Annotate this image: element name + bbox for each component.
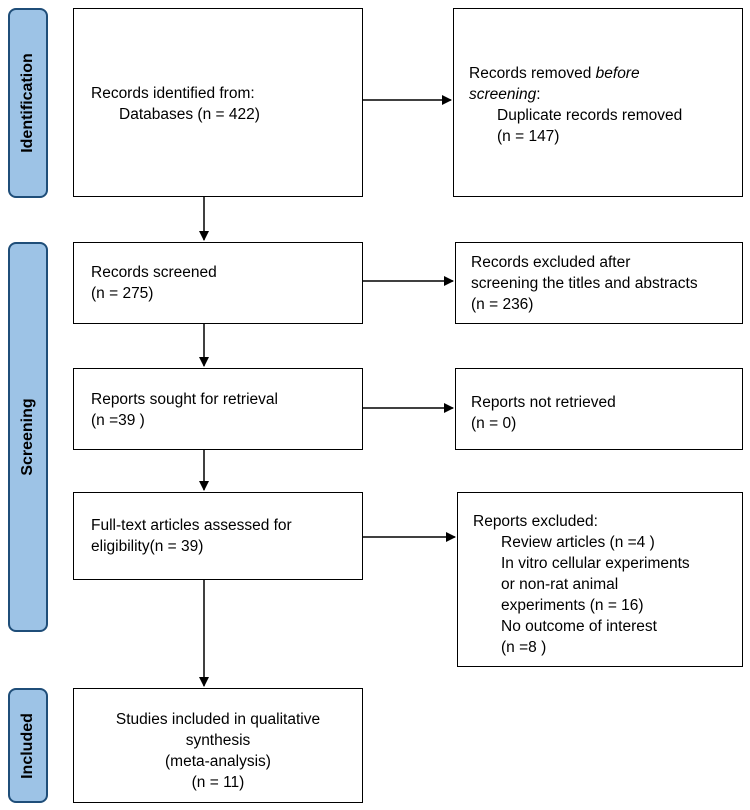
records-excluded-count: (n = 236) xyxy=(471,296,534,313)
duplicate-records-text: Duplicate records removed xyxy=(497,107,683,124)
no-outcome-count: (n =8 ) xyxy=(501,639,547,656)
phase-screening: Screening xyxy=(8,242,48,632)
records-excluded-text: Records excluded after xyxy=(471,254,631,271)
no-outcome-reason: No outcome of interest xyxy=(501,618,657,635)
records-identified-text: Records identified from: xyxy=(91,85,255,102)
records-screened-box: Records screened (n = 275) xyxy=(73,242,363,324)
records-identified-box: Records identified from: Databases (n = … xyxy=(73,8,363,197)
reports-not-retrieved-count: (n = 0) xyxy=(471,415,517,432)
studies-included-synthesis: synthesis xyxy=(185,732,251,749)
reports-excluded-heading: Reports excluded: xyxy=(473,513,598,530)
duplicate-records-count: (n = 147) xyxy=(497,128,560,145)
phase-included: Included xyxy=(8,688,48,803)
review-articles-count: Review articles (n =4 ) xyxy=(501,534,655,551)
full-text-assessed-box: Full-text articles assessed for eligibil… xyxy=(73,492,363,580)
in-vitro-reason: In vitro cellular experiments xyxy=(501,555,690,572)
reports-excluded-box: Reports excluded: Review articles (n =4 … xyxy=(457,492,743,667)
full-text-assessed-text: Full-text articles assessed for xyxy=(91,517,292,534)
full-text-assessed-count: eligibility(n = 39) xyxy=(91,538,204,555)
reports-not-retrieved-text: Reports not retrieved xyxy=(471,394,616,411)
reports-sought-box: Reports sought for retrieval (n =39 ) xyxy=(73,368,363,450)
phase-identification: Identification xyxy=(8,8,48,198)
studies-included-count: (n = 11) xyxy=(191,774,245,791)
studies-included-text: Studies included in qualitative xyxy=(115,711,321,728)
records-removed-heading: Records removed before xyxy=(469,65,640,82)
non-rat-reason: or non-rat animal xyxy=(501,576,619,593)
studies-included-box: Studies included in qualitative synthesi… xyxy=(73,688,363,803)
records-screened-text: Records screened xyxy=(91,264,217,281)
studies-included-meta: (meta-analysis) xyxy=(165,753,271,770)
experiments-count: experiments (n = 16) xyxy=(501,597,644,614)
records-screened-count: (n = 275) xyxy=(91,285,154,302)
records-removed-box: Records removed before screening: Duplic… xyxy=(453,8,743,197)
reports-sought-text: Reports sought for retrieval xyxy=(91,391,278,408)
records-identified-count: Databases (n = 422) xyxy=(119,106,260,123)
records-removed-heading-cont: screening: xyxy=(469,86,541,103)
reports-not-retrieved-box: Reports not retrieved (n = 0) xyxy=(455,368,743,450)
records-excluded-reason: screening the titles and abstracts xyxy=(471,275,698,292)
records-excluded-box: Records excluded after screening the tit… xyxy=(455,242,743,324)
reports-sought-count: (n =39 ) xyxy=(91,412,145,429)
